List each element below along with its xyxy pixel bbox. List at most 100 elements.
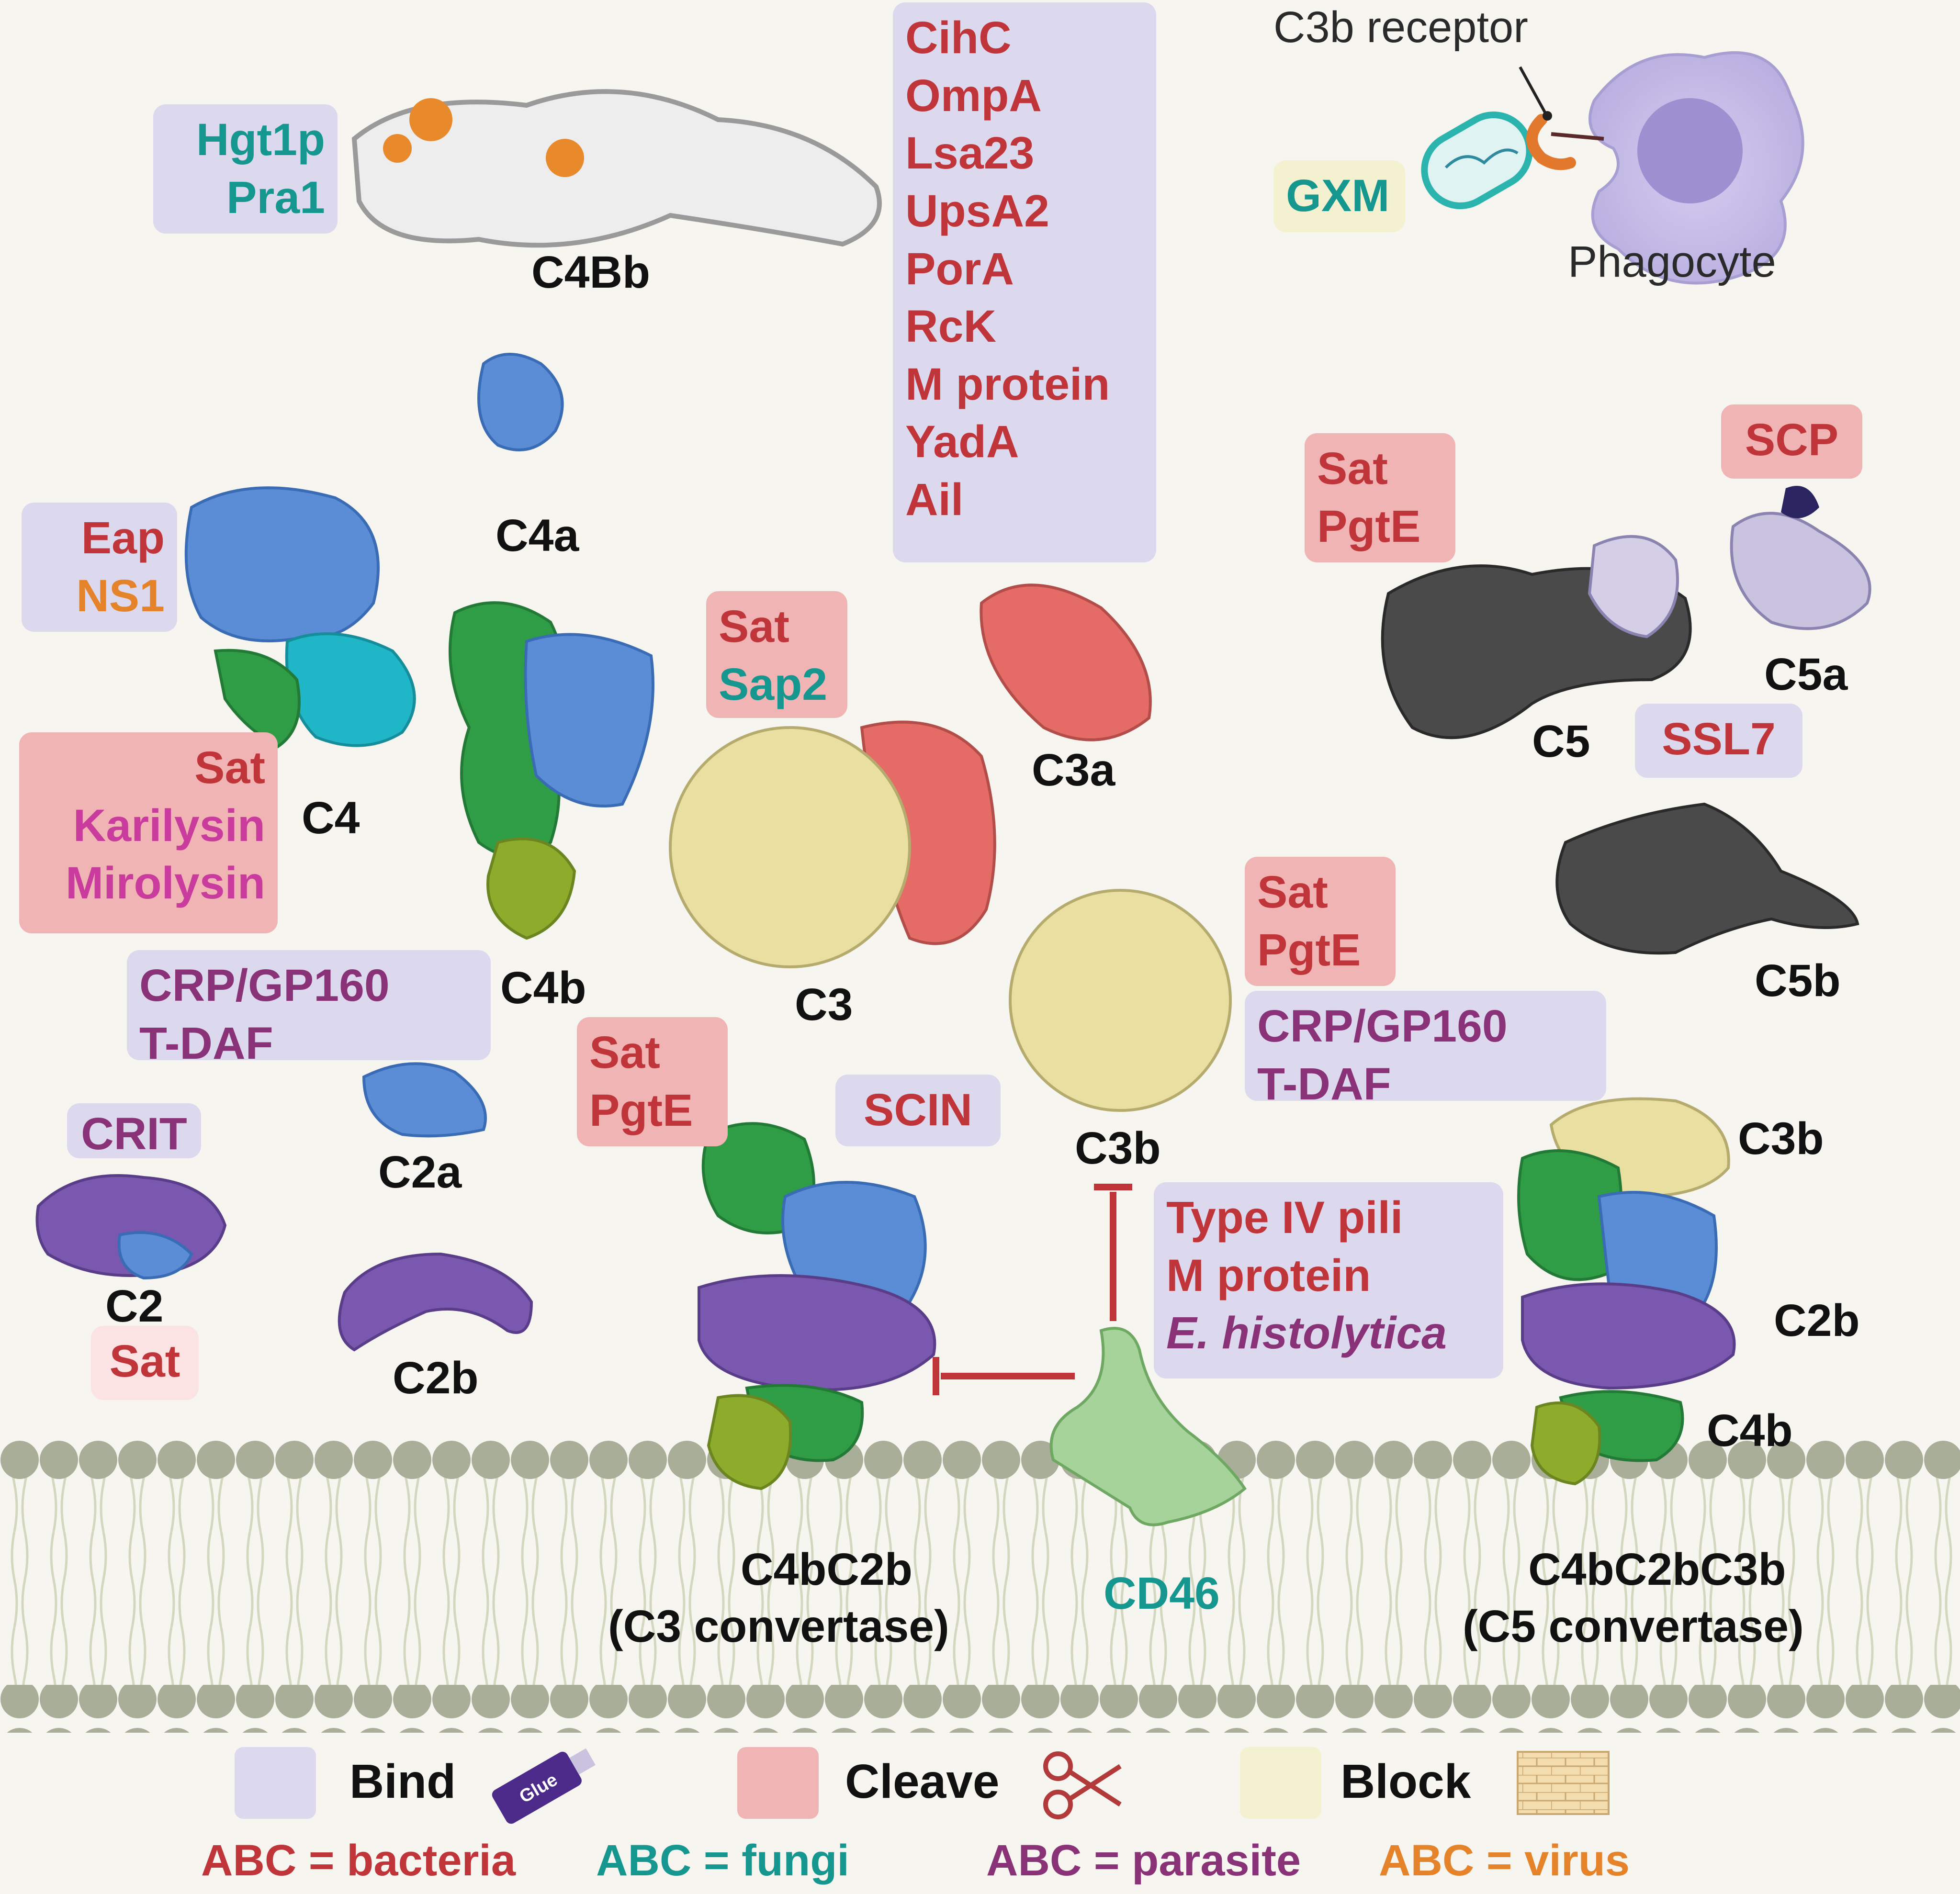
modulator-cihc: CihC <box>905 12 1012 63</box>
c5-convertase-name: C4bC2bC3b <box>1528 1544 1786 1595</box>
legend-bind-label: Bind <box>349 1755 456 1808</box>
c5-cleavers-box: Sat PgtE <box>1305 433 1455 562</box>
c5b-molecule <box>1555 802 1859 955</box>
modulator-yada: YadA <box>905 416 1019 468</box>
label-c3b-receptor: C3b receptor <box>1273 3 1528 52</box>
modulator-hgt1p: Hgt1p <box>196 114 325 165</box>
inhibition-arrow-c3b <box>1094 1184 1132 1321</box>
c3b-molecule <box>1009 889 1232 1112</box>
label-c4a: C4a <box>496 510 579 561</box>
c3a-molecule <box>980 583 1152 741</box>
c3-convertase-cleavers-box: Sat PgtE <box>577 1017 728 1146</box>
label-c5: C5 <box>1532 716 1590 767</box>
c2a-molecule <box>362 1062 487 1138</box>
modulator-pgte-c3conv: PgtE <box>589 1085 693 1136</box>
c3-convertase-complex <box>698 1122 936 1491</box>
c4bb-binders-box: Hgt1p Pra1 <box>153 104 338 234</box>
legend-cleave-label: Cleave <box>845 1755 1000 1808</box>
modulator-sat-c4: Sat <box>194 742 265 793</box>
modulator-rck: RcK <box>905 301 997 352</box>
label-c5-convertase: C4bC2bC3b (C5 convertase) <box>1463 1541 1804 1655</box>
modulator-crp-gp160-c4b: CRP/GP160 <box>139 960 390 1011</box>
inhibition-arrow-c3-convertase <box>933 1357 1075 1395</box>
brick-wall-icon <box>1517 1751 1610 1815</box>
c4a-molecule <box>477 353 564 451</box>
glue-icon: Glue <box>492 1748 596 1824</box>
c3b-cleavers-box: Sat PgtE <box>1245 857 1396 986</box>
c3-cleavers-box: Sat Sap2 <box>706 591 847 718</box>
c3b-binders-box: CRP/GP160 T-DAF <box>1245 991 1606 1110</box>
modulator-ail: Ail <box>905 474 964 526</box>
c4bb-molecule <box>351 89 882 248</box>
label-c3a: C3a <box>1032 745 1115 796</box>
label-c3: C3 <box>795 979 853 1030</box>
modulator-m-protein-cd46: M protein <box>1166 1250 1371 1301</box>
modulator-pgte-c5: PgtE <box>1317 501 1421 552</box>
label-c5a: C5a <box>1764 649 1848 700</box>
label-c5conv-c3b: C3b <box>1738 1113 1824 1164</box>
modulator-sat-c3: Sat <box>719 601 789 652</box>
c5-molecule <box>1381 535 1692 740</box>
modulator-sat-c3b: Sat <box>1257 867 1328 918</box>
modulator-sat-c3conv: Sat <box>589 1027 660 1078</box>
c3-molecule <box>669 720 996 968</box>
c3-binders-box: CihC OmpA Lsa23 UpsA2 PorA RcK M protein… <box>893 2 1156 562</box>
modulator-lsa23: Lsa23 <box>905 128 1035 179</box>
label-c5b: C5b <box>1755 955 1841 1006</box>
label-c4b: C4b <box>500 963 586 1013</box>
label-c3-convertase: C4bC2b (C3 convertase) <box>608 1541 949 1655</box>
modulator-pra1: Pra1 <box>226 172 325 223</box>
label-c2a: C2a <box>378 1147 462 1198</box>
cd46-binders-box: Type IV pili M protein E. histolytica <box>1154 1182 1503 1378</box>
modulator-ns1: NS1 <box>76 570 165 621</box>
c4-molecule <box>184 486 416 749</box>
c3-convertase-role: (C3 convertase) <box>608 1601 949 1652</box>
label-c5conv-c4b: C4b <box>1707 1405 1793 1456</box>
legend-cleave-swatch <box>737 1747 819 1819</box>
modulator-eap: Eap <box>81 513 165 563</box>
c5a-cleaver-box: SCP <box>1721 404 1862 479</box>
legend-key-bacteria: ABC = bacteria <box>201 1836 516 1885</box>
modulator-sap2: Sap2 <box>719 659 828 710</box>
c3-convertase-binder-box: SCIN <box>835 1075 1001 1146</box>
modulator-e-histolytica: E. histolytica <box>1166 1308 1447 1359</box>
modulator-ompa: OmpA <box>905 70 1042 121</box>
legend-block-swatch <box>1240 1747 1321 1819</box>
c2-binder-box: CRIT <box>67 1103 201 1159</box>
c2b-molecule <box>338 1252 533 1352</box>
modulator-pgte-c3b: PgtE <box>1257 924 1361 975</box>
phagocyte-cell <box>1588 51 1804 285</box>
scissors-icon <box>1043 1751 1122 1819</box>
label-c4bb: C4Bb <box>531 247 651 298</box>
c3b-receptor-icon <box>1519 66 1604 170</box>
modulator-pora: PorA <box>905 243 1014 294</box>
c2-cleaver-box: Sat <box>91 1326 199 1400</box>
c5a-molecule <box>1730 486 1871 630</box>
modulator-t-daf-c4b: T-DAF <box>139 1018 273 1069</box>
label-c5conv-c2b: C2b <box>1774 1295 1860 1346</box>
legend-block-label: Block <box>1340 1755 1471 1808</box>
label-cd46: CD46 <box>1104 1568 1220 1619</box>
label-c2: C2 <box>105 1281 164 1332</box>
cd46-molecule <box>1049 1327 1247 1526</box>
modulator-type-iv-pili: Type IV pili <box>1166 1192 1403 1243</box>
modulator-m-protein: M protein <box>905 359 1110 410</box>
modulator-t-daf-c3b: T-DAF <box>1257 1058 1391 1110</box>
c4b-binders-box: CRP/GP160 T-DAF <box>127 950 491 1069</box>
modulator-mirolysin: Mirolysin <box>65 858 265 909</box>
label-c2b: C2b <box>393 1353 479 1403</box>
c5-binder-box: SSL7 <box>1635 704 1802 778</box>
modulator-upsa2: UpsA2 <box>905 185 1049 236</box>
c3-convertase-name: C4bC2b <box>740 1544 912 1595</box>
modulator-karilysin: Karilysin <box>73 800 265 851</box>
label-phagocyte: Phagocyte <box>1568 237 1776 286</box>
c4-cleavers-box: Sat Karilysin Mirolysin <box>19 732 278 933</box>
bacterium <box>1421 112 1533 209</box>
legend-key-parasite: ABC = parasite <box>986 1836 1301 1885</box>
c4-binders-box: Eap NS1 <box>22 503 177 632</box>
label-c4: C4 <box>302 793 360 843</box>
modulator-crp-gp160-c3b: CRP/GP160 <box>1257 1001 1508 1052</box>
label-c3b: C3b <box>1075 1123 1161 1174</box>
modulator-sat-c5: Sat <box>1317 443 1388 494</box>
legend-key-fungi: ABC = fungi <box>596 1836 849 1885</box>
